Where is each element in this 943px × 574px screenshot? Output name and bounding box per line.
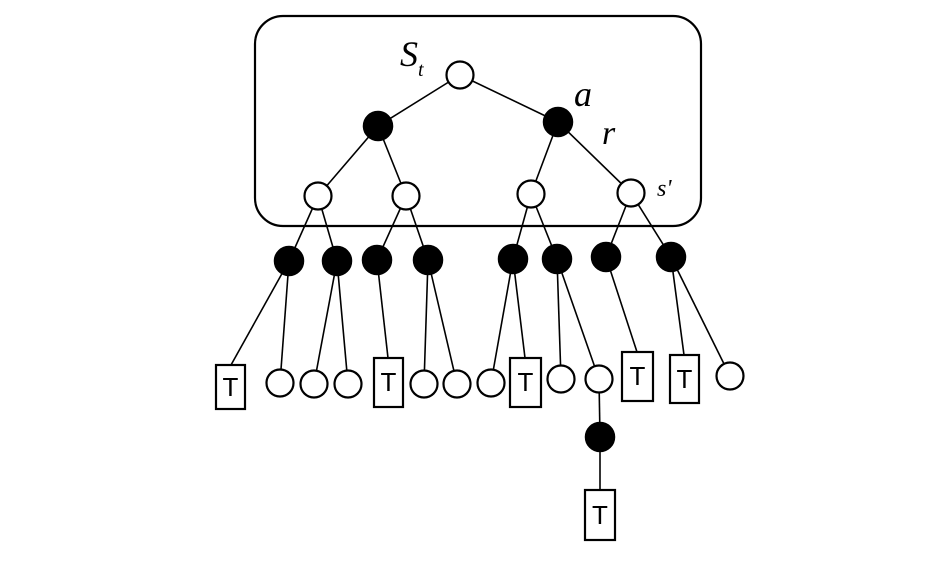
state-node [476, 368, 506, 398]
state-node [299, 369, 329, 399]
labels: St a r s' [400, 34, 672, 202]
state-label: St [400, 34, 424, 81]
edge [556, 258, 600, 380]
terminal-node: T [583, 488, 617, 542]
action-node [497, 243, 529, 275]
state-label-main: S [400, 34, 418, 74]
action-node [584, 421, 616, 453]
state-node [442, 369, 472, 399]
edge [459, 74, 559, 123]
edge [336, 260, 349, 385]
edge [230, 260, 290, 366]
action-node [541, 243, 573, 275]
terminal-node: T [508, 356, 543, 409]
state-node [516, 179, 546, 209]
edge [317, 125, 379, 197]
highlight-region [253, 14, 703, 228]
next-state-label: s' [657, 176, 672, 202]
edge [512, 258, 526, 359]
action-node [361, 244, 393, 276]
state-node [265, 368, 295, 398]
state-node [333, 369, 363, 399]
state-node [584, 364, 614, 394]
edge [423, 259, 429, 385]
state-node [303, 181, 333, 211]
terminal-node: T [372, 356, 405, 409]
terminal-label: T [677, 364, 693, 394]
action-node [655, 241, 687, 273]
edge [313, 260, 338, 385]
tree-edges [230, 74, 731, 490]
terminal-label: T [630, 361, 646, 391]
action-node [542, 106, 574, 138]
state-node [546, 364, 576, 394]
action-node [273, 245, 305, 277]
terminal-node: T [668, 353, 701, 405]
edge [490, 258, 514, 384]
action-label: a [574, 74, 592, 114]
terminal-label: T [223, 372, 239, 402]
edge [377, 74, 461, 127]
terminal-label: T [518, 367, 534, 397]
edge [557, 121, 632, 194]
edge [279, 260, 290, 384]
state-node [409, 369, 439, 399]
action-node [362, 110, 394, 142]
root-state-node [445, 60, 475, 90]
terminal-node: T [214, 363, 247, 411]
state-label-subscript: t [418, 59, 424, 81]
state-node [391, 181, 421, 211]
next-state-node [616, 178, 646, 208]
edge [427, 259, 458, 385]
action-node [412, 244, 444, 276]
state-node [715, 361, 745, 391]
edge [556, 258, 562, 380]
state-nodes [265, 60, 745, 399]
terminal-label: T [381, 367, 397, 397]
edge [376, 259, 389, 359]
action-node [590, 241, 622, 273]
action-node [321, 245, 353, 277]
action-nodes [273, 106, 687, 453]
terminal-node: T [620, 350, 655, 403]
terminal-label: T [592, 500, 608, 530]
edge [670, 256, 685, 356]
reward-label: r [602, 115, 616, 152]
edge [670, 256, 731, 377]
edge [605, 256, 638, 353]
terminal-nodes: T T T T T T [214, 350, 701, 542]
